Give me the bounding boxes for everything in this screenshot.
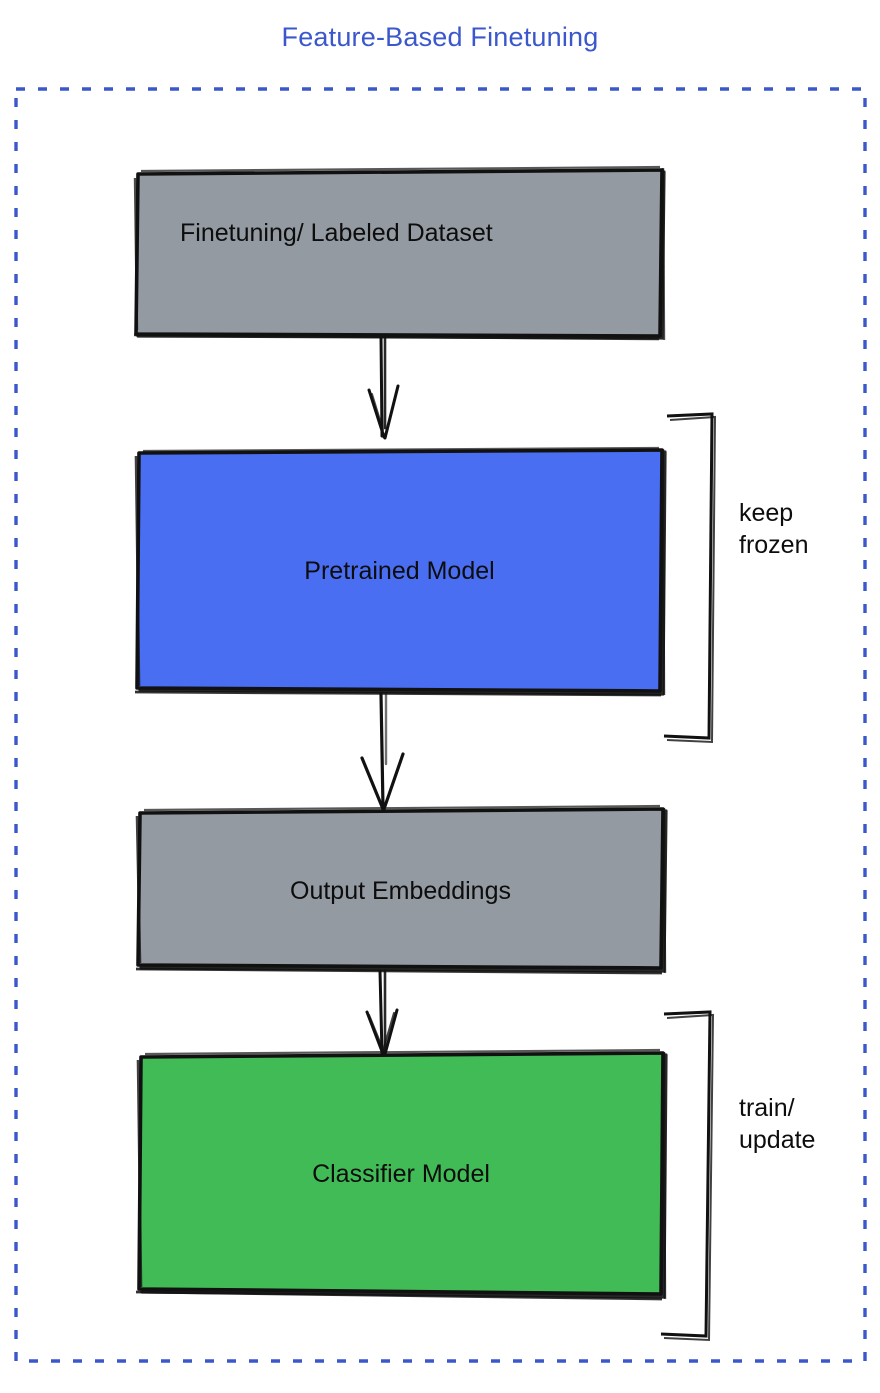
node-dataset[interactable] — [133, 165, 666, 341]
pretrained-sketch-right-edge — [661, 448, 666, 696]
node-label-dataset: Finetuning/ Labeled Dataset — [180, 219, 493, 247]
pretrained-sketch-top-edge — [142, 446, 660, 453]
dataset-sketch-right-edge — [661, 167, 666, 341]
node-label-output-embeddings: Output Embeddings — [290, 877, 511, 905]
embeddings-sketch-right-edge — [662, 807, 667, 974]
dataset-sketch-outline-b — [136, 170, 666, 340]
classifier-sketch-bottom-edge — [135, 1290, 663, 1301]
dataset-box-fill — [134, 168, 664, 338]
node-label-classifier-model: Classifier Model — [312, 1160, 490, 1188]
classifier-sketch-right-edge — [662, 1051, 667, 1300]
edge-dataset-to-pretrained — [367, 334, 400, 440]
node-label-pretrained-model: Pretrained Model — [304, 557, 495, 585]
classifier-sketch-top-edge — [144, 1048, 661, 1056]
edge-embeddings-to-classifier — [365, 969, 399, 1056]
annotation-keep-frozen: keep frozen — [739, 499, 809, 559]
edge-pretrained-to-embeddings — [360, 692, 405, 811]
annotation-train-update: train/ update — [739, 1094, 816, 1154]
page-title: Feature-Based Finetuning — [281, 22, 599, 52]
pretrained-sketch-bottom-edge — [134, 690, 662, 697]
dataset-sketch-left-edge — [133, 177, 139, 331]
bracket-keep-frozen — [663, 412, 717, 744]
dataset-sketch-bottom-edge — [133, 333, 660, 341]
bracket-train-update — [660, 1010, 715, 1342]
embeddings-sketch-bottom-edge — [135, 967, 663, 975]
dataset-sketch-top-edge — [140, 165, 661, 173]
embeddings-sketch-top-edge — [143, 804, 661, 812]
